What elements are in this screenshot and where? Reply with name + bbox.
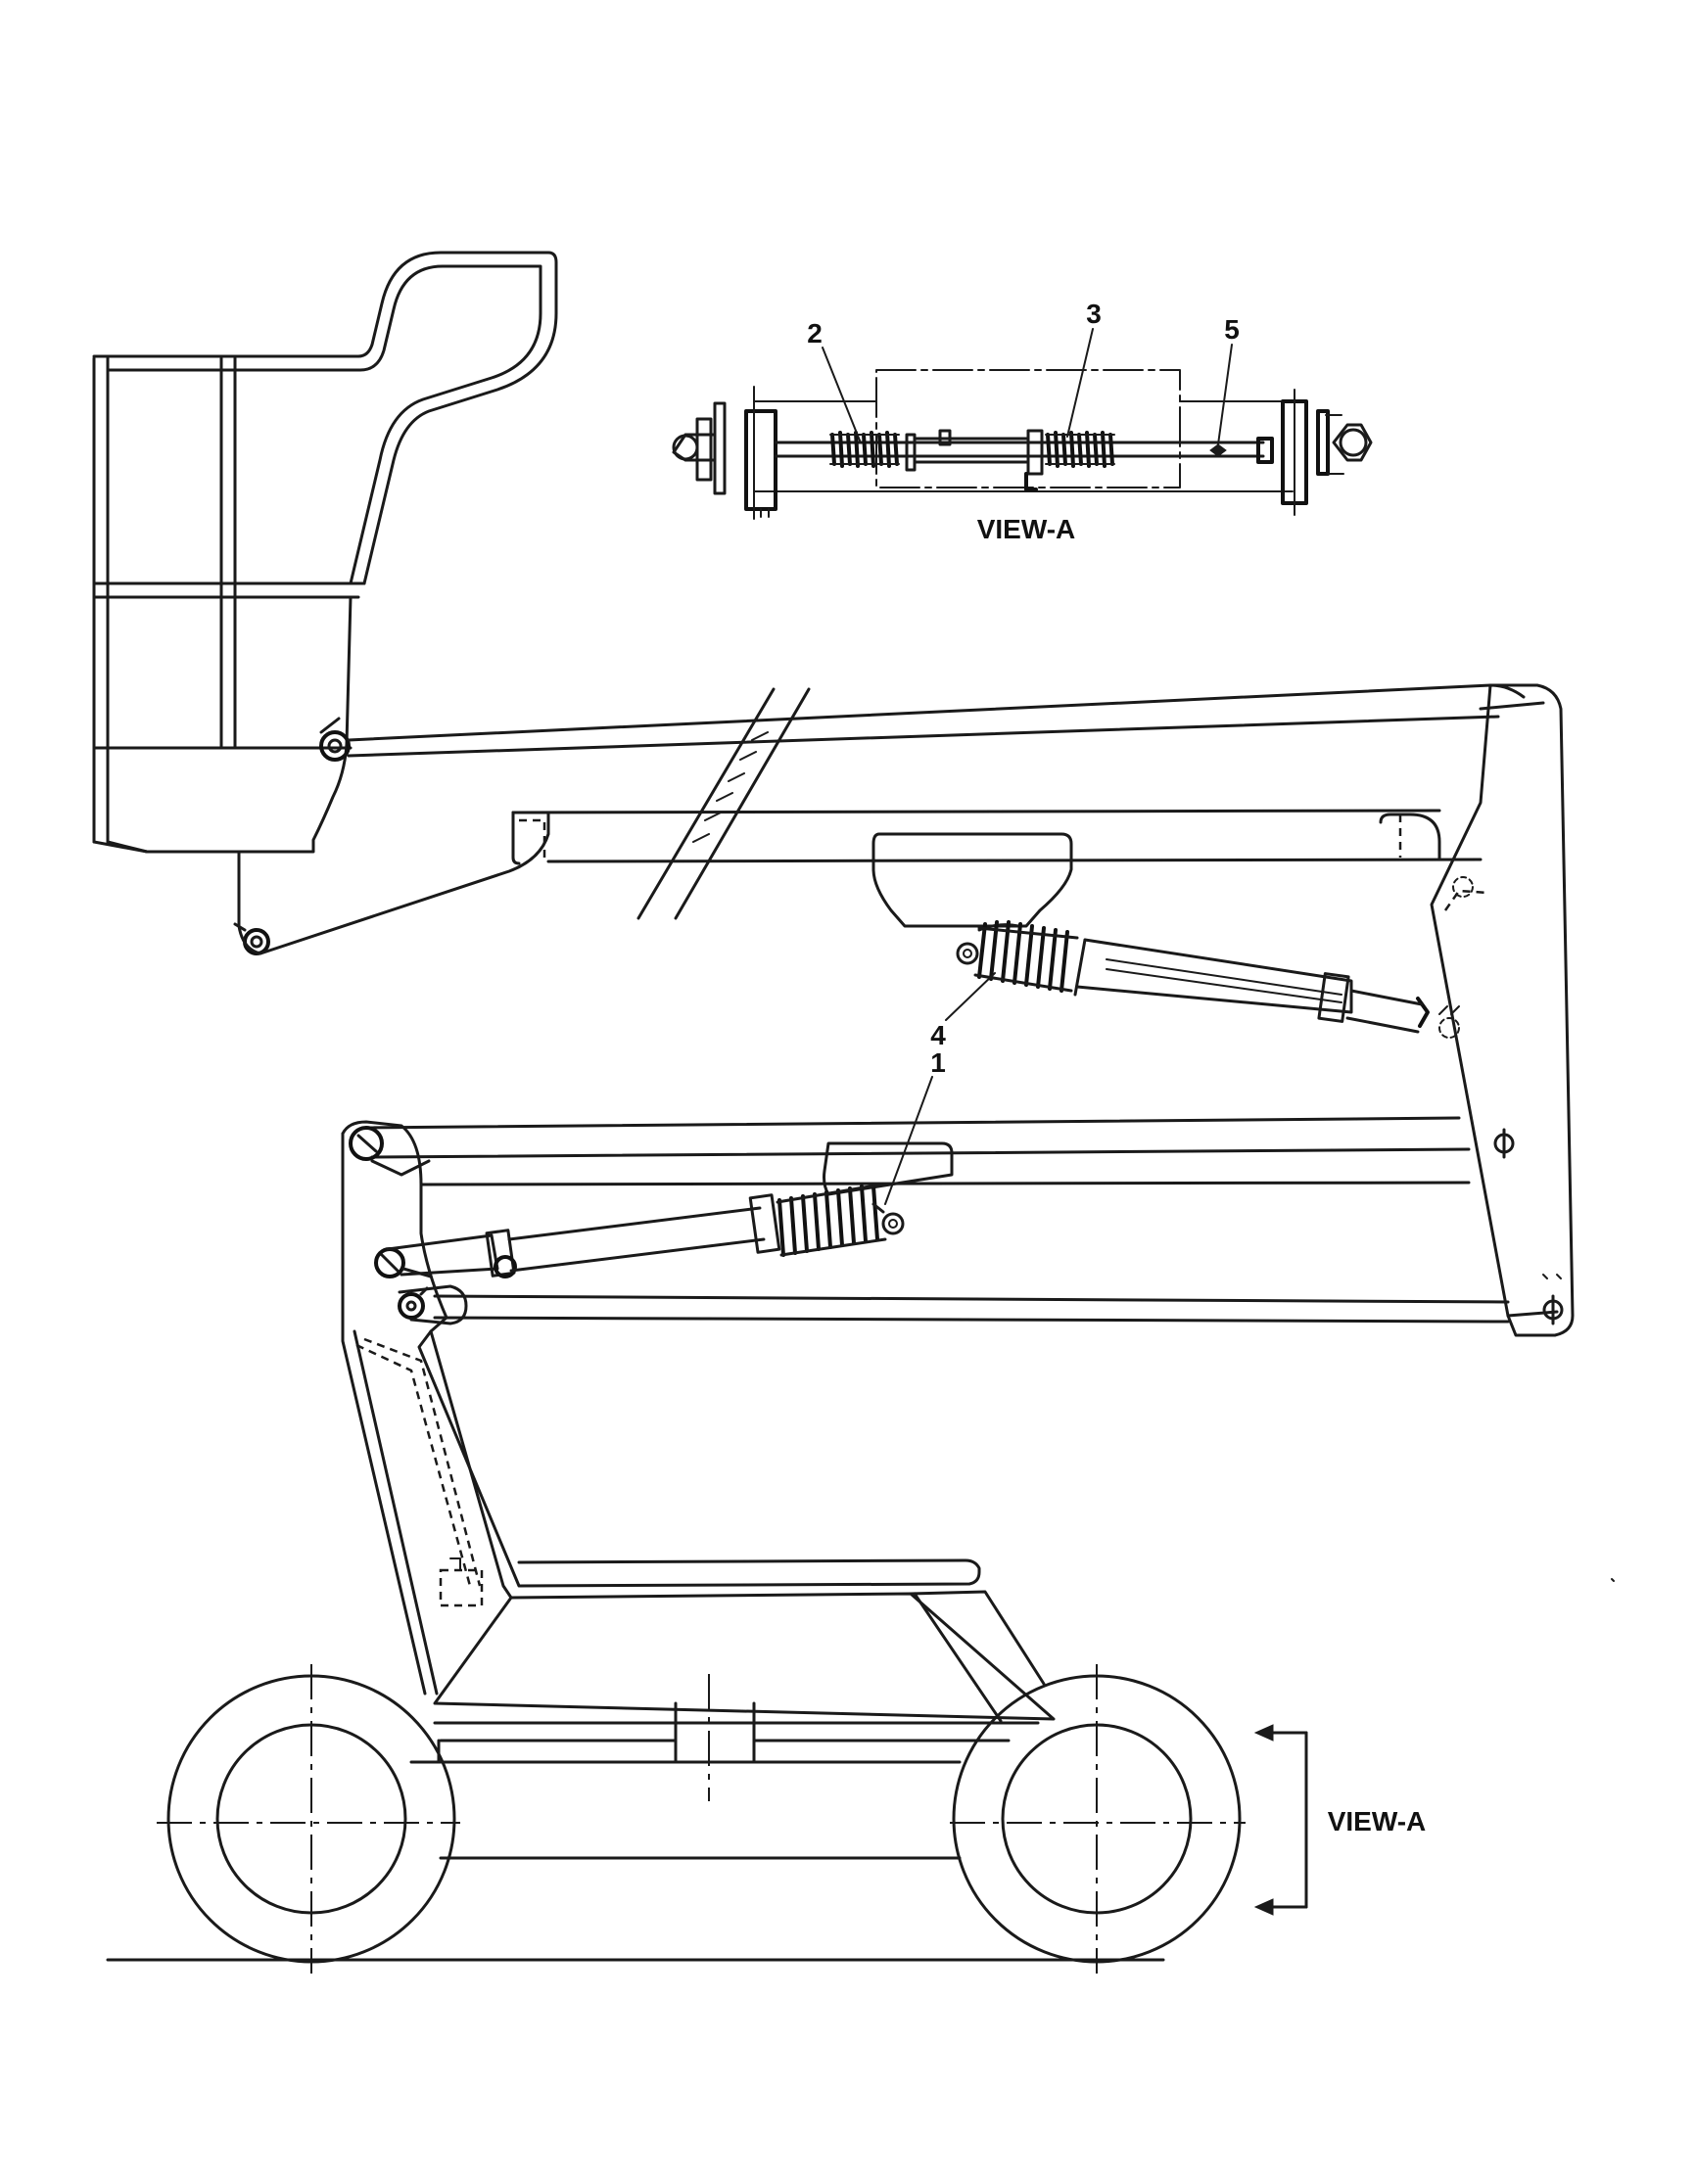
platform-basket	[92, 251, 558, 854]
upper-cylinder	[956, 923, 1424, 1034]
view-a-bellows-left	[829, 431, 900, 468]
leader-5	[1217, 344, 1233, 445]
leader-2	[822, 347, 861, 441]
stray-mark	[1611, 1578, 1615, 1582]
left-wheel	[157, 1664, 460, 1974]
callout-5: 5	[1224, 314, 1240, 345]
lower-bellows	[776, 1183, 905, 1257]
lower-link-pins	[349, 1126, 468, 1325]
callout-1: 1	[930, 1047, 946, 1078]
upper-bellows	[973, 920, 1079, 993]
view-a-title: VIEW-A	[977, 514, 1076, 544]
chassis	[409, 1674, 1040, 1860]
view-a-bellows-right	[1045, 431, 1115, 468]
turntable-tower	[341, 1120, 1056, 1723]
callout-3: 3	[1086, 299, 1102, 329]
leader-4	[945, 972, 996, 1021]
callout-4: 4	[930, 1020, 946, 1050]
view-a-arrows	[1253, 1724, 1308, 1916]
jib-frame	[237, 811, 550, 955]
upper-boom	[347, 683, 1526, 928]
view-a-arrow-label: VIEW-A	[1328, 1806, 1427, 1836]
elbow-knuckle	[1416, 683, 1575, 1337]
callout-2: 2	[807, 318, 823, 349]
leader-3	[1066, 328, 1094, 438]
leader-1	[884, 1076, 933, 1205]
view-a-detail	[672, 369, 1373, 520]
lower-boom	[360, 1116, 1510, 1324]
lower-cylinder	[386, 1193, 781, 1278]
basket-pivot-pin	[319, 717, 351, 762]
right-wheel	[950, 1664, 1246, 1974]
